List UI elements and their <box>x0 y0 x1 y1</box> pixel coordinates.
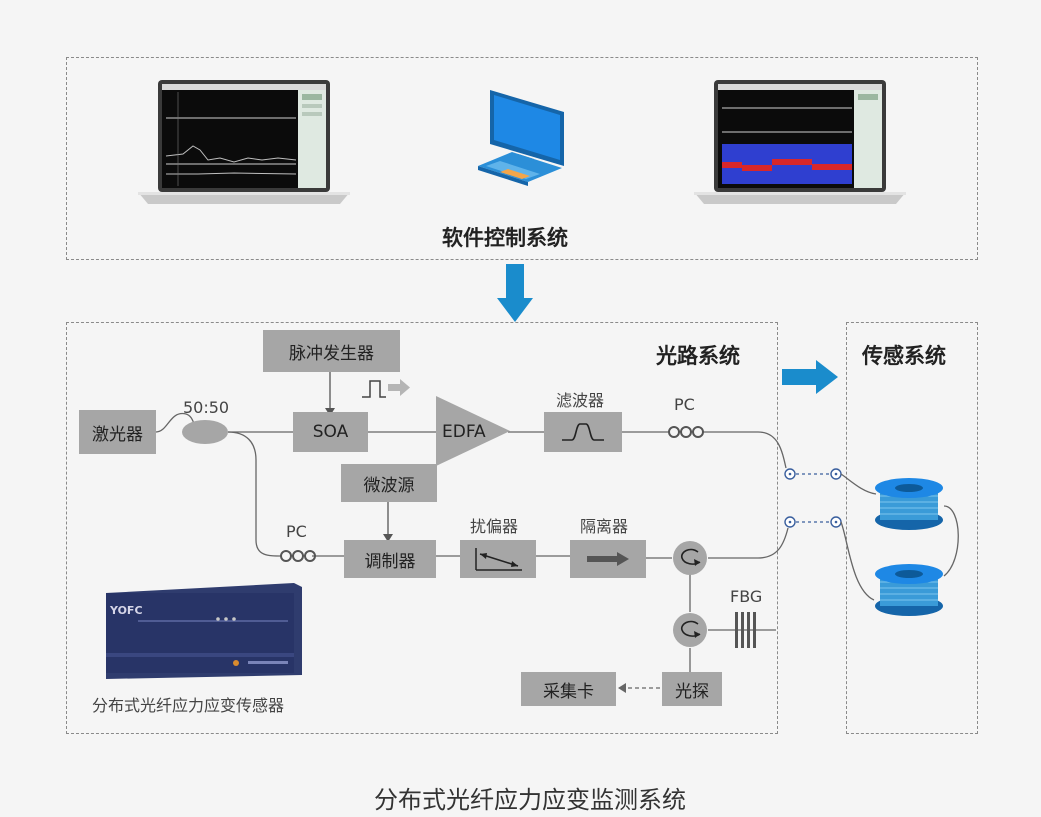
sensor-device <box>106 583 302 679</box>
left-laptop <box>138 80 350 204</box>
sensing-system-panel <box>846 322 978 734</box>
pc-top-coils <box>668 426 704 438</box>
splitter-label: 50:50 <box>183 398 230 417</box>
optical-system-panel <box>66 322 778 734</box>
daq-card-box: 采集卡 <box>521 672 616 706</box>
fiber-spool-bottom <box>875 564 943 616</box>
microwave-source-box: 微波源 <box>341 464 437 502</box>
figure-title: 分布式光纤应力应变监测系统 <box>374 786 686 814</box>
software-control-title: 软件控制系统 <box>442 226 568 250</box>
right-arrow-icon <box>587 552 629 566</box>
filter-label: 滤波器 <box>556 391 605 410</box>
pc-bottom-coils <box>280 550 316 562</box>
fbg-label: FBG <box>730 587 763 606</box>
soa-box: SOA <box>293 412 368 452</box>
bandpass-filter-icon <box>562 423 604 441</box>
pulse-generator-box: 脉冲发生器 <box>263 330 400 372</box>
edfa-label: EDFA <box>442 422 486 442</box>
device-caption: 分布式光纤应力应变传感器 <box>92 696 285 715</box>
polarization-scrambler-box <box>460 540 536 578</box>
fbg-grating <box>735 612 756 648</box>
scrambler-icon <box>475 548 522 571</box>
laser-box: 激光器 <box>79 410 156 454</box>
right-laptop <box>694 80 906 204</box>
filter-box <box>544 412 622 452</box>
photodetector-box: 光探 <box>662 672 722 706</box>
circulator-bottom <box>673 613 707 647</box>
device-brand: YOFC <box>110 604 143 617</box>
scrambler-label: 扰偏器 <box>470 517 519 536</box>
sensing-system-title: 传感系统 <box>862 344 946 368</box>
optical-system-title: 光路系统 <box>656 344 740 368</box>
fiber-spool-top <box>875 478 943 530</box>
isolator-box <box>570 540 646 578</box>
pc-bottom-label: PC <box>286 522 307 541</box>
modulator-box: 调制器 <box>344 540 436 578</box>
splitter-coupler <box>182 420 228 444</box>
software-control-panel <box>66 57 978 260</box>
computer-icon <box>478 90 564 186</box>
pc-top-label: PC <box>674 395 695 414</box>
circulator-top <box>673 541 707 575</box>
isolator-label: 隔离器 <box>580 517 629 536</box>
edfa-amplifier <box>436 396 510 466</box>
